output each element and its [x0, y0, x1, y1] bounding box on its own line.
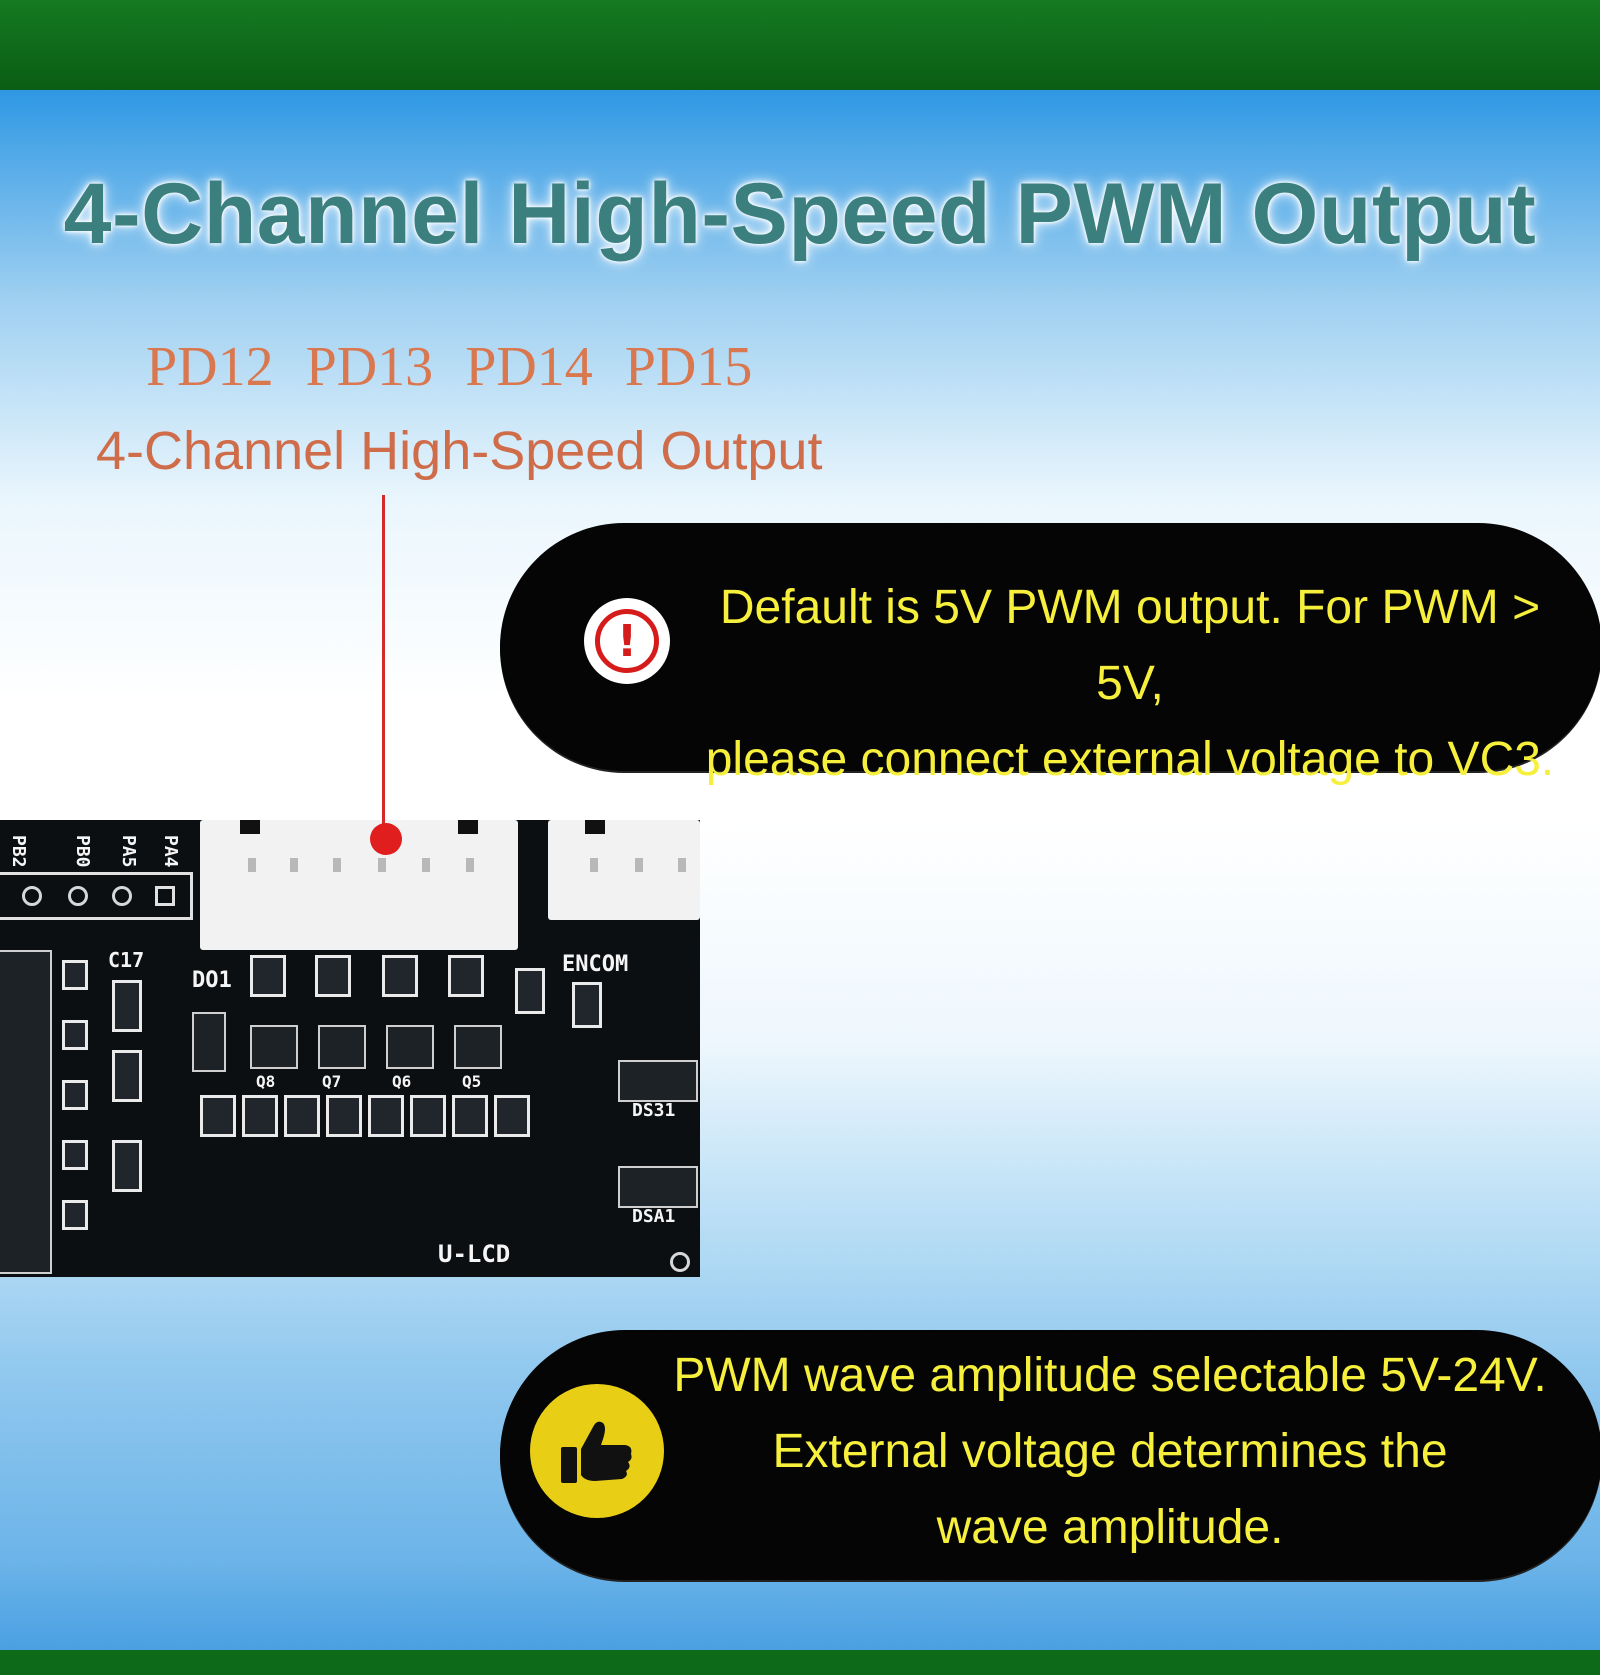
- transistor: [454, 1025, 502, 1069]
- connector-pin: [635, 858, 643, 872]
- warning-line-2: please connect external voltage to VC3.: [705, 733, 1555, 786]
- connector-pin: [466, 858, 474, 872]
- led-indicator: [618, 1166, 698, 1208]
- capacitor: [112, 1050, 142, 1102]
- pin-header: [0, 872, 193, 920]
- transistor: [386, 1025, 434, 1069]
- exclamation-icon: !: [584, 598, 670, 684]
- label-dsa1: DSA1: [632, 1206, 676, 1227]
- ic-chip: [0, 950, 52, 1274]
- tip-note-text: PWM wave amplitude selectable 5V-24V. Ex…: [660, 1338, 1560, 1566]
- warning-note-text: Default is 5V PWM output. For PWM > 5V, …: [690, 570, 1570, 798]
- capacitor: [112, 980, 142, 1032]
- top-banner: [0, 0, 1600, 90]
- resistor: [284, 1095, 320, 1137]
- led-indicator: [618, 1060, 698, 1102]
- connector-pin: [590, 858, 598, 872]
- connector-latch: [240, 820, 260, 834]
- pcb-silkscreen: PB2: [8, 835, 29, 868]
- pin-label-pd13: PD13: [305, 336, 434, 398]
- label-q8: Q8: [256, 1072, 276, 1091]
- pin-label-pd12: PD12: [146, 336, 274, 398]
- connector-pin: [422, 858, 430, 872]
- resistor: [368, 1095, 404, 1137]
- label-encom: ENCOM: [562, 952, 629, 977]
- resistor: [452, 1095, 488, 1137]
- header-pin: [68, 886, 88, 906]
- pin-label-pd15: PD15: [624, 336, 753, 398]
- pointer-dot: [370, 823, 402, 855]
- pcb-silkscreen: PA5: [118, 835, 139, 868]
- board-via: [670, 1252, 690, 1272]
- connector-latch: [585, 820, 605, 834]
- transistor: [250, 1025, 298, 1069]
- label-q6: Q6: [392, 1072, 412, 1091]
- label-q7: Q7: [322, 1072, 342, 1091]
- pin-label-row: PD12 PD13 PD14 PD15: [146, 335, 752, 399]
- output-label: 4-Channel High-Speed Output: [96, 421, 823, 481]
- resistor: [200, 1095, 236, 1137]
- resistor: [250, 955, 286, 997]
- header-pin: [22, 886, 42, 906]
- resistor: [382, 955, 418, 997]
- connector-pin: [248, 858, 256, 872]
- resistor: [326, 1095, 362, 1137]
- resistor: [62, 1200, 88, 1230]
- resistor: [448, 955, 484, 997]
- pcb-board-image: PB2 PB0 PA5 PA4 DO1 C17 ENCOM U-LCD DS31…: [0, 820, 700, 1277]
- label-do1: DO1: [192, 968, 232, 993]
- label-c17: C17: [108, 948, 145, 972]
- header-pin: [155, 886, 175, 906]
- resistor: [572, 982, 602, 1028]
- tip-line-3: wave amplitude.: [936, 1501, 1284, 1554]
- label-q5: Q5: [462, 1072, 482, 1091]
- connector-pin: [678, 858, 686, 872]
- label-ulcd: U-LCD: [438, 1240, 511, 1268]
- pcb-silkscreen: PA4: [160, 835, 181, 868]
- header-pin: [112, 886, 132, 906]
- secondary-connector: [548, 820, 700, 920]
- resistor: [62, 1080, 88, 1110]
- pcb-silkscreen: PB0: [72, 835, 93, 868]
- resistor: [515, 968, 545, 1014]
- resistor: [410, 1095, 446, 1137]
- warning-note: [500, 523, 1600, 771]
- output-connector: [200, 820, 518, 950]
- label-ds31: DS31: [632, 1100, 676, 1121]
- thumbs-up-icon: [530, 1384, 664, 1518]
- bottom-banner: [0, 1650, 1600, 1675]
- page-title: 4-Channel High-Speed PWM Output: [63, 166, 1537, 262]
- warning-line-1: Default is 5V PWM output. For PWM > 5V,: [719, 581, 1541, 710]
- pointer-line: [382, 495, 385, 840]
- pin-label-pd14: PD14: [465, 336, 593, 398]
- connector-pin: [290, 858, 298, 872]
- capacitor: [112, 1140, 142, 1192]
- resistor: [315, 955, 351, 997]
- resistor: [62, 1140, 88, 1170]
- tip-line-2: External voltage determines the: [772, 1425, 1448, 1478]
- resistor: [494, 1095, 530, 1137]
- tip-note: [500, 1330, 1600, 1580]
- resistor: [62, 1020, 88, 1050]
- connector-pin: [333, 858, 341, 872]
- diode: [192, 1012, 226, 1072]
- resistor: [62, 960, 88, 990]
- connector-latch: [458, 820, 478, 834]
- transistor: [318, 1025, 366, 1069]
- tip-line-1: PWM wave amplitude selectable 5V-24V.: [673, 1349, 1547, 1402]
- resistor: [242, 1095, 278, 1137]
- connector-pin: [378, 858, 386, 872]
